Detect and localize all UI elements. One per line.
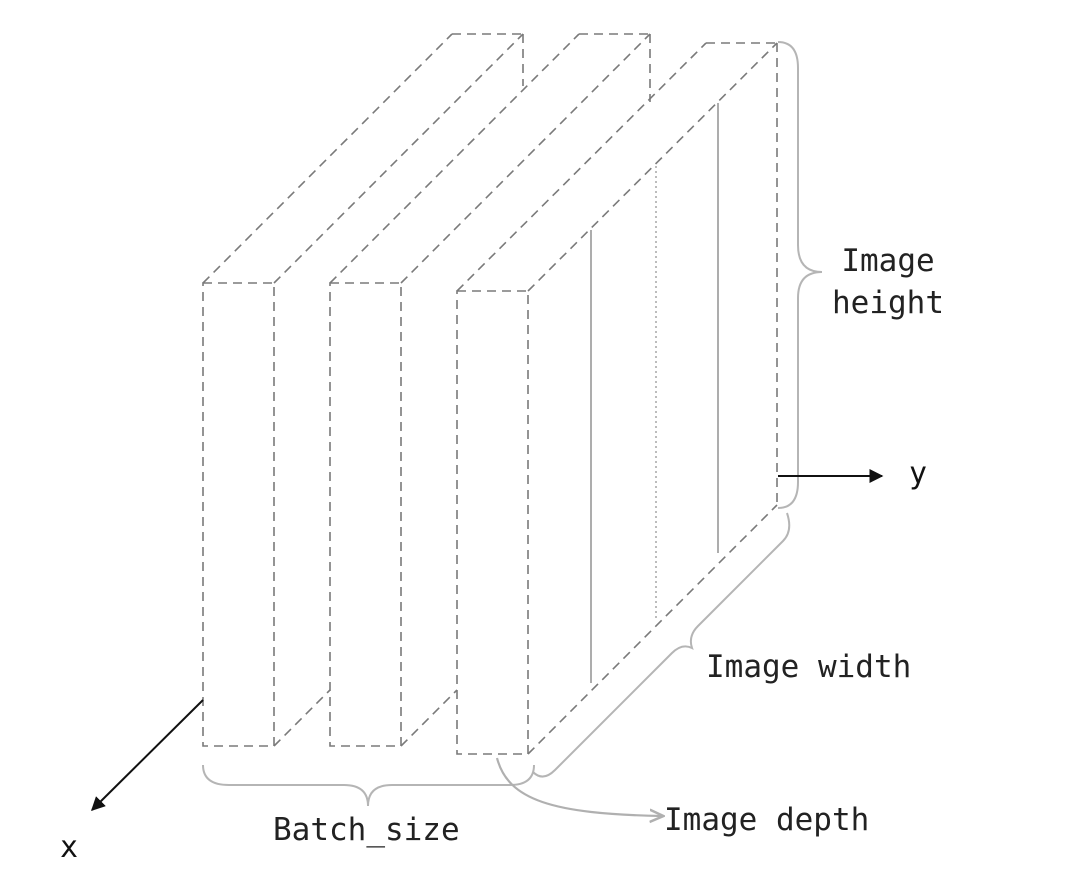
batch-size-label: Batch_size	[273, 812, 460, 848]
image-height-label-line1: Image	[841, 243, 934, 279]
image-depth-arrow	[495, 757, 662, 816]
batch-size-brace	[202, 764, 535, 807]
image-depth-label: Image depth	[664, 802, 869, 838]
image-height-label-line2: height	[832, 285, 944, 321]
image-width-brace	[532, 512, 791, 778]
y-axis-label: y	[909, 456, 927, 491]
batch-slab-3	[456, 42, 778, 755]
image-width-label: Image width	[706, 649, 911, 685]
batch-slab-2	[329, 33, 651, 747]
x-axis-label: x	[60, 830, 78, 865]
image-height-brace	[777, 41, 823, 509]
batch-slab-1	[202, 33, 524, 747]
x-axis-arrow	[91, 699, 204, 811]
